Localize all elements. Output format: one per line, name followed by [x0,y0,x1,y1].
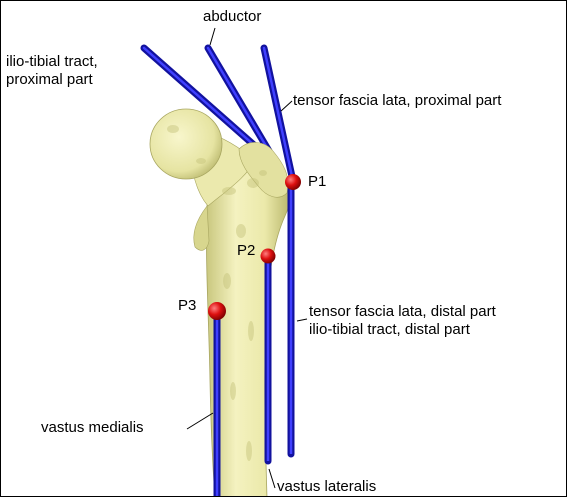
label-vastus-lateralis: vastus lateralis [277,478,376,496]
vastus-medialis-leader [187,413,213,429]
label-p1: P1 [308,173,326,191]
label-p3: P3 [178,297,196,315]
abductor-leader [210,28,215,45]
femoral-head [150,109,222,179]
label-p2: P2 [237,242,255,260]
point-p3-marker [208,302,226,320]
label-vastus-medialis: vastus medialis [41,419,144,437]
point-p1-marker [285,174,301,190]
tensor-proximal-leader [281,101,292,111]
label-tensor-fascia-lata-distal: tensor fascia lata, distal part [309,303,496,321]
label-abductor: abductor [203,8,261,26]
label-ilio-tibial-distal: ilio-tibial tract, distal part [309,321,470,339]
label-tensor-fascia-lata-proximal: tensor fascia lata, proximal part [293,92,501,110]
tensor-distal-leader [297,319,307,321]
point-p2-marker [261,249,276,264]
label-ilio-tibial-proximal: ilio-tibial tract, proximal part [6,53,98,89]
vastus-lateralis-leader [269,469,275,488]
